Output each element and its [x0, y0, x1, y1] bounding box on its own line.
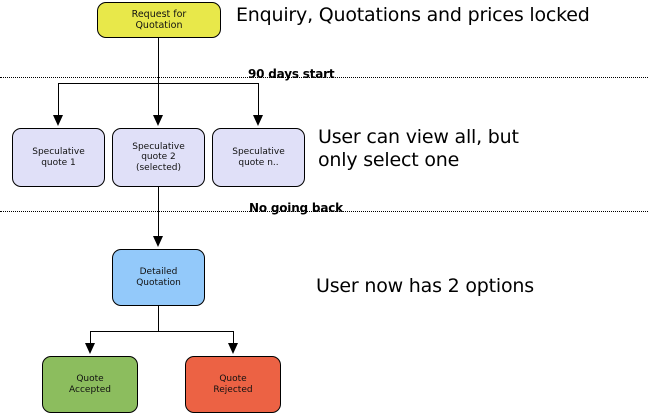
node-speculative-quote-2-selected[interactable]: Speculative quote 2 (selected) — [112, 128, 205, 187]
connector-to-spec-2 — [158, 83, 159, 117]
phase-divider-90-days — [0, 77, 648, 78]
connector-detailed-stem — [158, 306, 159, 332]
annotation-two-options: User now has 2 options — [316, 275, 534, 297]
annotation-enquiry-prices-locked: Enquiry, Quotations and prices locked — [236, 4, 590, 26]
node-request-for-quotation[interactable]: Request for Quotation — [97, 2, 221, 38]
connector-to-spec-1 — [58, 83, 59, 117]
node-detailed-quotation[interactable]: Detailed Quotation — [112, 249, 205, 306]
arrowhead-to-spec-1 — [53, 115, 63, 126]
annotation-view-all-select-one: User can view all, but only select one — [318, 126, 519, 172]
node-speculative-quote-1[interactable]: Speculative quote 1 — [12, 128, 105, 187]
connector-to-rejected — [233, 331, 234, 345]
connector-spec2-to-detailed — [158, 187, 159, 238]
node-speculative-quote-n[interactable]: Speculative quote n.. — [212, 128, 305, 187]
arrowhead-to-spec-2 — [153, 115, 163, 126]
connector-rfq-stem — [158, 38, 159, 83]
arrowhead-to-detailed — [153, 236, 163, 247]
node-quote-rejected[interactable]: Quote Rejected — [185, 356, 281, 413]
arrowhead-to-spec-n — [253, 115, 263, 126]
connector-detailed-fanout-bar — [90, 331, 233, 332]
connector-to-spec-n — [258, 83, 259, 117]
phase-label-90-days: 90 days start — [248, 67, 335, 81]
phase-divider-no-going-back — [0, 211, 648, 212]
arrowhead-to-accepted — [85, 343, 95, 354]
arrowhead-to-rejected — [228, 343, 238, 354]
connector-to-accepted — [90, 331, 91, 345]
phase-label-no-going-back: No going back — [249, 201, 343, 215]
node-quote-accepted[interactable]: Quote Accepted — [42, 356, 138, 413]
